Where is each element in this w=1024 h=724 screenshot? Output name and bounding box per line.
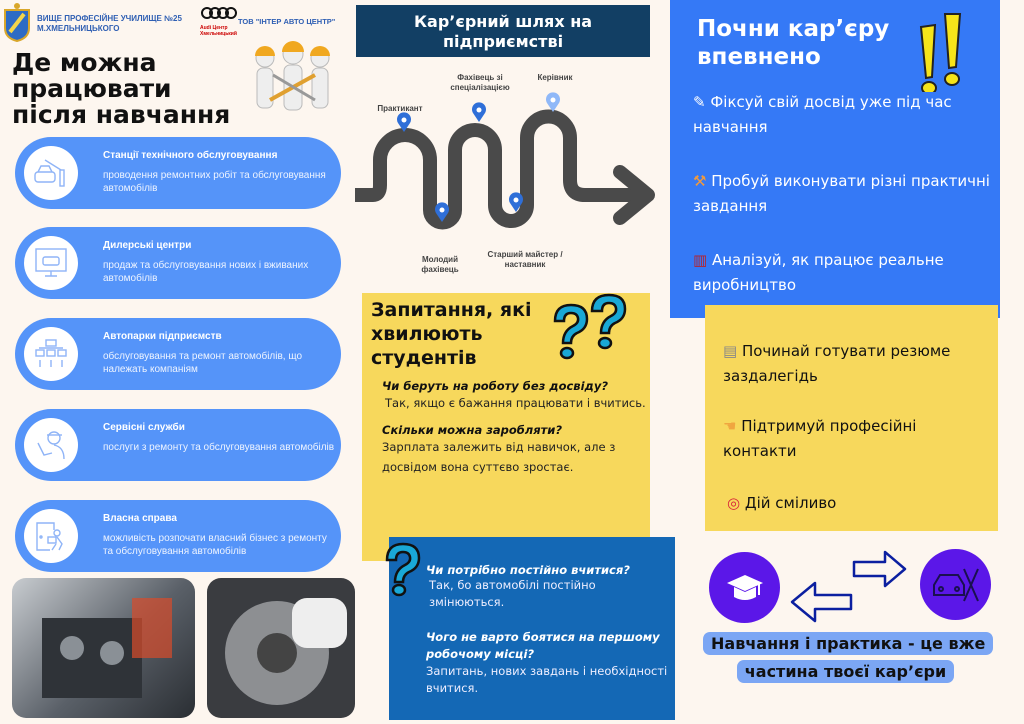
- tip-item: ☚ Підтримуй професійні контакти: [723, 417, 917, 460]
- career-step: Практикант: [377, 104, 423, 113]
- tip-item: ✎ Фіксуй свій досвід уже під час навчанн…: [693, 93, 952, 136]
- fleet-icon: [24, 327, 78, 381]
- question: Чи потрібно постійно вчитися?: [426, 563, 630, 577]
- location-pin-icon: [472, 102, 486, 122]
- tip-item: ⚒ Пробуй виконувати різні практичні завд…: [693, 172, 990, 215]
- location-pin-icon: [546, 92, 560, 112]
- arrow-left-icon: [789, 581, 853, 628]
- tips-title: Почни кар’єру впевнено: [697, 16, 890, 70]
- exclamation-icon: [918, 12, 968, 96]
- factory-icon: ▥: [693, 251, 708, 269]
- card-title: Власна справа: [103, 513, 177, 524]
- answer: Так, якщо є бажання працювати і вчитись.: [385, 396, 646, 410]
- question-mark-icon: [383, 542, 423, 601]
- tip-item: ◎ Дій сміливо: [727, 494, 837, 512]
- career-step: Старший майстер / наставник: [487, 250, 563, 269]
- left-title: Де можна працювати після навчання: [12, 48, 231, 129]
- card-desc: проводення ремонтних робіт та обслуговув…: [103, 170, 326, 194]
- service-worker-icon: [24, 418, 78, 472]
- location-pin-icon: [397, 112, 411, 132]
- questions-panel: Запитання, які хвилюють студентів Чи бер…: [362, 293, 650, 561]
- card-desc: можливість розпочати власний бізнес з ре…: [103, 533, 327, 557]
- engine-photo: [12, 578, 195, 718]
- graduation-cap-icon: [709, 552, 780, 623]
- question-marks-icon: [547, 293, 632, 372]
- card-title: Автопарки підприємств: [103, 331, 222, 342]
- card-title: Сервісні служби: [103, 422, 185, 433]
- questions-title: Запитання, які хвилюють студентів: [371, 299, 532, 369]
- location-pin-icon: [509, 192, 523, 212]
- school-emblem: [2, 2, 32, 43]
- brake-disc-photo: [207, 578, 355, 718]
- handshake-icon: ☚: [723, 417, 737, 435]
- answer: Запитань, нових завдань і необхідності в…: [426, 664, 668, 695]
- school-name: ВИЩЕ ПРОФЕСІЙНЕ УЧИЛИЩЕ №25 М.ХМЕЛЬНИЦЬК…: [37, 14, 182, 33]
- car-barrier-icon: [24, 146, 78, 200]
- own-business-icon: [24, 509, 78, 563]
- card-title: Станції технічного обслуговування: [103, 150, 278, 161]
- partner-name: ТОВ "ІНТЕР АВТО ЦЕНТР": [238, 17, 336, 26]
- career-step: Керівник: [537, 73, 573, 82]
- arrow-right-icon: [852, 550, 908, 593]
- career-path-title: Кар’єрний шлях на підприємстві: [356, 5, 650, 57]
- question: Скільки можна заробляти?: [382, 423, 563, 437]
- questions-panel-2: Чи потрібно постійно вчитися? Так, бо ав…: [385, 537, 675, 720]
- question: Чого не варто боятися на першому робочом…: [426, 630, 660, 661]
- target-icon: ◎: [727, 494, 741, 512]
- workplace-card: Сервісні служби послуги з ремонту та обс…: [15, 409, 341, 481]
- card-desc: послуги з ремонту та обслуговування авто…: [103, 442, 335, 453]
- document-icon: ▤: [723, 342, 738, 360]
- card-desc: продаж та обслуговування нових і вживани…: [103, 260, 309, 284]
- tip-item: ▤ Починай готувати резюме заздалегідь: [723, 342, 951, 385]
- slogan-banner: Навчання і практика - це вже частина тво…: [703, 630, 994, 686]
- question: Чи беруть на роботу без досвіду?: [382, 379, 608, 393]
- car-repair-icon: [920, 549, 991, 620]
- memo-icon: ✎: [693, 93, 706, 111]
- workers-illustration: [245, 40, 340, 125]
- location-pin-icon: [435, 202, 449, 222]
- tips-panel-2: ▤ Починай готувати резюме заздалегідь ☚ …: [705, 305, 998, 531]
- workplace-card: Власна справа можливість розпочати власн…: [15, 500, 341, 572]
- workplace-card: Дилерські центри продаж та обслуговуванн…: [15, 227, 341, 299]
- workplace-card: Станції технічного обслуговування провод…: [15, 137, 341, 209]
- career-step: Фахівець зі спеціалізацією: [450, 73, 510, 92]
- answer: Зарплата залежить від навичок, але з дос…: [382, 440, 616, 474]
- car-monitor-icon: [24, 236, 78, 290]
- career-step: Молодий фахівець: [421, 255, 459, 274]
- answer: Так, бо автомобілі постійно змінюються.: [429, 578, 596, 609]
- card-title: Дилерські центри: [103, 240, 192, 251]
- tip-item: ▥ Аналізуй, як працює реальне виробництв…: [693, 251, 944, 294]
- tips-panel: Почни кар’єру впевнено ✎ Фіксуй свій дос…: [670, 0, 1000, 318]
- career-road: [355, 60, 665, 290]
- card-desc: обслуговування та ремонт автомобілів, що…: [103, 351, 303, 375]
- workplace-card: Автопарки підприємств обслуговування та …: [15, 318, 341, 390]
- tools-icon: ⚒: [693, 172, 707, 190]
